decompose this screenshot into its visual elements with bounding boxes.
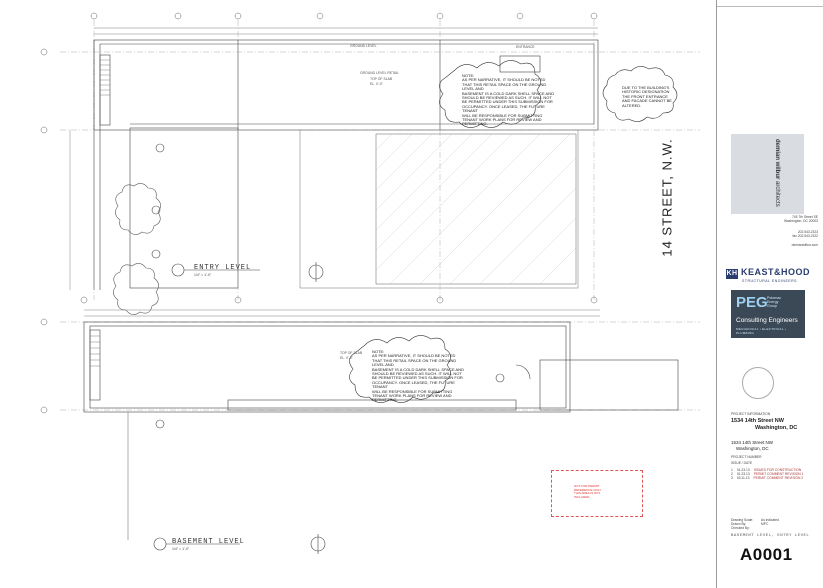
narrative-note-upper: NOTE: AS PER NARRATIVE, IT SHOULD BE NOT… (462, 73, 554, 127)
historic-note: DUE TO THE BUILDING'S HISTORIC DESIGNATI… (622, 85, 672, 108)
issue-desc: ISSUED FOR CONSTRUCTION (753, 468, 802, 472)
sheet-title: BASEMENT LEVEL, ENTRY LEVEL (731, 534, 810, 538)
issue-desc: PERMIT COMMENT REVISION 2 (753, 476, 804, 480)
entry-level-scale: 1/4" = 1'-0" (194, 273, 212, 277)
not-included-redline: NOT FOR PERMIT REFERENCE ONLY THIS AREA … (551, 470, 643, 517)
svg-text:TOP OF SLAB: TOP OF SLAB (340, 351, 363, 355)
svg-text:ENTRANCE: ENTRANCE (516, 45, 535, 49)
svg-text:TOP OF SLAB: TOP OF SLAB (370, 77, 393, 81)
historic-note-cloud (602, 66, 678, 122)
drawn-by-label: Drawn By: (731, 522, 747, 526)
drawing-scale-value: As indicated (761, 518, 779, 522)
engineer-seal (742, 367, 774, 399)
architect-phone: 202.543.2323 fax 202.543.2322 (792, 230, 818, 238)
basement-level-title: BASEMENT LEVEL (172, 538, 245, 546)
narrative-note-lower: NOTE: AS PER NARRATIVE, IT SHOULD BE NOT… (372, 349, 464, 403)
drawn-by-value: MPC (761, 522, 769, 526)
issue-date: 03.11.13 (736, 476, 750, 480)
svg-text:GROUND LEVEL RETAIL: GROUND LEVEL RETAIL (360, 71, 399, 75)
street-label: 14 STREET, N.W. (659, 138, 675, 257)
drawing-scale-label: Drawing Scale: (731, 518, 754, 522)
project-city-bold: Washington, DC (755, 425, 798, 431)
project-number-label: PROJECT NUMBER (731, 455, 762, 459)
issue-date: 01.23.13 (736, 472, 750, 476)
floor-plan-drawing: GROUND LEVEL RETAIL TOP OF SLAB EL. 0'-0… (40, 12, 700, 554)
hatched-courtyard (375, 133, 577, 285)
entry-level-bubble (171, 263, 185, 277)
project-city: Washington, DC (736, 446, 769, 451)
basement-level-scale: 1/4" = 1'-0" (172, 547, 190, 551)
project-address: 1534 14th Street NW (731, 440, 774, 445)
svg-text:EL. 0'-0": EL. 0'-0" (370, 82, 384, 86)
issue-no: 1 (731, 468, 733, 472)
note-cloud-upper (439, 60, 541, 128)
basement-rear-vault (539, 359, 679, 411)
issue-date: 01.23.13 (736, 468, 750, 472)
project-info-label: PROJECT INFORMATION (731, 412, 771, 416)
note-cloud-lower (349, 335, 451, 403)
landscape-cloud (115, 183, 161, 235)
issue-label: ISSUE / DATE (731, 461, 753, 465)
issue-desc: PERMIT COMMENT REVISION 1 (753, 472, 804, 476)
mep-logo: PEG Potomac Energy Group Consulting Engi… (731, 290, 805, 338)
basement-level-bubble (153, 537, 167, 551)
svg-text:EL. 0'-0": EL. 0'-0" (340, 356, 354, 360)
architect-web: demianwilbur.com (791, 243, 818, 247)
issue-no: 2 (731, 472, 733, 476)
checked-by-label: Checked By: (731, 526, 750, 530)
svg-text:GROUND LEVEL: GROUND LEVEL (350, 44, 377, 48)
architect-logo: demian wilbur architects (731, 134, 804, 214)
sheet-number: A0001 (740, 545, 793, 564)
basement-level-walls (83, 321, 571, 413)
issue-no: 3 (731, 476, 733, 480)
project-address-bold: 1534 14th Street NW (731, 418, 784, 424)
structural-subtitle: STRUCTURAL ENGINEERS (742, 279, 797, 283)
entry-level-title: ENTRY LEVEL (194, 264, 252, 272)
architect-address: 745 7th Street SE Washington, DC 20003 (784, 215, 818, 223)
